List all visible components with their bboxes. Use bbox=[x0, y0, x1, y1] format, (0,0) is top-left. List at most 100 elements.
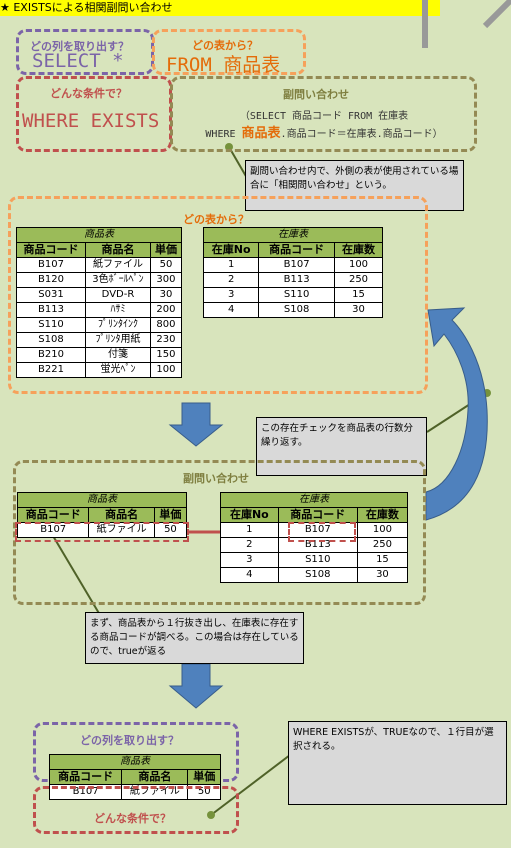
stock-match-highlight bbox=[288, 522, 356, 542]
product-row-header-code: 商品コード bbox=[16, 507, 90, 523]
cell: 30 bbox=[149, 287, 183, 303]
cell: 230 bbox=[149, 332, 183, 348]
cell: 付箋 bbox=[85, 347, 151, 363]
result-caption: 商品表 bbox=[49, 754, 221, 770]
subquery-sql: （SELECT 商品コード FROM 在庫表 WHERE 商品表.商品コード＝在… bbox=[172, 108, 476, 143]
cell: 3色ﾎﾞｰﾙﾍﾟﾝ bbox=[85, 272, 151, 288]
cell: S108 bbox=[277, 567, 358, 583]
product-row-highlight bbox=[15, 522, 189, 542]
cell: S110 bbox=[15, 317, 87, 333]
result-note: WHERE EXISTSが、TRUEなので、１行目が選択される。 bbox=[288, 721, 507, 805]
product-row-header-price: 単価 bbox=[153, 507, 188, 523]
select-keyword: SELECT * bbox=[32, 50, 124, 72]
cell: 300 bbox=[149, 272, 183, 288]
sql-line2-suffix: .商品コード＝在庫表.商品コード） bbox=[280, 129, 443, 140]
cell: B113 bbox=[15, 302, 87, 318]
stock-header-code: 商品コード bbox=[258, 242, 335, 258]
cell: 30 bbox=[334, 302, 383, 318]
cell: 100 bbox=[149, 362, 183, 378]
products-header-price: 単価 bbox=[149, 242, 183, 258]
cell: 3 bbox=[202, 287, 260, 303]
subquery-check-box bbox=[13, 460, 426, 605]
subquery-label-mid: 副問い合わせ bbox=[183, 472, 249, 485]
cell: DVD-R bbox=[85, 287, 151, 303]
which-column-label-top: どの列を取り出す？ bbox=[30, 40, 129, 53]
subquery-sql-line1: （SELECT 商品コード FROM 在庫表 bbox=[239, 111, 409, 122]
sql-line2-prefix: WHERE bbox=[205, 129, 242, 140]
cell: S031 bbox=[15, 287, 87, 303]
product-row-header-name: 商品名 bbox=[88, 507, 155, 523]
subquery-sql-line2: WHERE 商品表.商品コード＝在庫表.商品コード） bbox=[172, 125, 476, 143]
cell: 蛍光ﾍﾟﾝ bbox=[85, 362, 151, 378]
from-keyword: FROM 商品表 bbox=[166, 54, 281, 76]
cell: 250 bbox=[334, 272, 383, 288]
cell: B210 bbox=[15, 347, 87, 363]
cell: S110 bbox=[258, 287, 335, 303]
cell: 15 bbox=[356, 552, 409, 568]
cell: 2 bbox=[220, 537, 279, 553]
exists-check-note: まず、商品表から１行抜き出し、在庫表に存在する商品コードが調べる。この場合は存在… bbox=[85, 612, 304, 664]
result-condition-box bbox=[33, 786, 239, 834]
which-column-label-bottom: どの列を取り出す？ bbox=[80, 734, 179, 747]
cell: 150 bbox=[149, 347, 183, 363]
stock-check-header-qty: 在庫数 bbox=[356, 507, 409, 523]
cell: 100 bbox=[334, 257, 383, 273]
products-caption: 商品表 bbox=[16, 227, 182, 243]
result-header-code: 商品コード bbox=[48, 769, 123, 785]
page-title: ★ EXISTSによる相関副問い合わせ bbox=[0, 0, 440, 16]
cell: 3 bbox=[220, 552, 279, 568]
subquery-box bbox=[170, 76, 477, 152]
stock-header-no: 在庫No bbox=[202, 242, 260, 258]
cell: ﾊｻﾐ bbox=[85, 302, 151, 318]
cell: 1 bbox=[202, 257, 260, 273]
what-condition-label-bottom: どんな条件で？ bbox=[94, 812, 171, 825]
cell: 15 bbox=[334, 287, 383, 303]
cell: 4 bbox=[220, 567, 279, 583]
cell: 50 bbox=[153, 522, 188, 538]
from-table-label-top: どの表から？ bbox=[192, 39, 258, 52]
cell: ﾌﾟﾘﾝﾀｲﾝｸ bbox=[85, 317, 151, 333]
cell: B120 bbox=[15, 272, 87, 288]
repeat-note: この存在チェックを商品表の行数分繰り返す。 bbox=[256, 417, 427, 476]
what-condition-label-top: どんな条件で？ bbox=[50, 87, 127, 100]
from-tables-box bbox=[8, 196, 428, 394]
cell: 800 bbox=[149, 317, 183, 333]
cell: 紙ファイル bbox=[88, 522, 155, 538]
cell: B113 bbox=[258, 272, 335, 288]
cell: ﾌﾟﾘﾝﾀ用紙 bbox=[85, 332, 151, 348]
cell: 50 bbox=[149, 257, 183, 273]
stock-check-caption: 在庫表 bbox=[220, 492, 408, 508]
cell: 2 bbox=[202, 272, 260, 288]
cell: B107 bbox=[258, 257, 335, 273]
product-row-caption: 商品表 bbox=[17, 492, 187, 508]
cell: 250 bbox=[356, 537, 409, 553]
cell: 1 bbox=[220, 522, 279, 538]
stock-check-header-code: 商品コード bbox=[277, 507, 358, 523]
corner-decoration bbox=[422, 0, 511, 48]
result-header-price: 単価 bbox=[187, 769, 221, 785]
sql-outer-table-highlight: 商品表 bbox=[241, 126, 281, 141]
cell: B107 bbox=[15, 257, 87, 273]
cell: 200 bbox=[149, 302, 183, 318]
cell: 100 bbox=[356, 522, 409, 538]
cell: S108 bbox=[258, 302, 335, 318]
cell: B221 bbox=[15, 362, 87, 378]
